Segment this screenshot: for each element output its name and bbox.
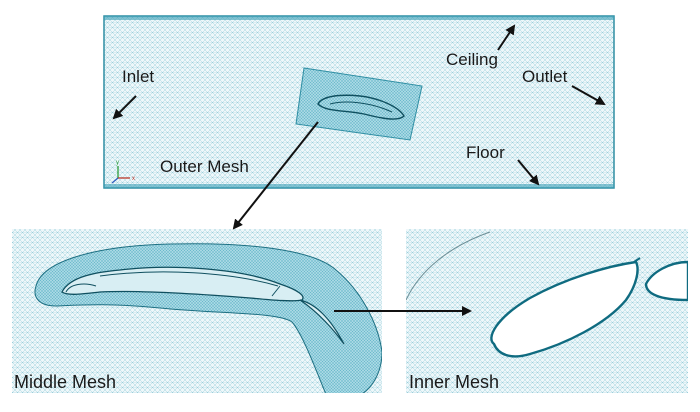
ceiling-arrow	[497, 24, 516, 51]
ceiling-label: Ceiling	[446, 50, 498, 69]
middle-mesh-panel	[12, 229, 382, 393]
floor-arrow	[517, 159, 540, 186]
arrows	[112, 24, 606, 316]
inlet-arrow	[112, 95, 137, 120]
wing-element-middle	[299, 299, 345, 345]
axis-x-label: x	[132, 176, 135, 182]
outlet-arrow	[571, 85, 606, 105]
vehicle-outline-small	[317, 94, 405, 120]
floor-label: Floor	[466, 143, 505, 162]
outlet-label: Outlet	[522, 67, 568, 86]
middle-mesh-label: Middle Mesh	[14, 372, 117, 392]
axis-y-label: y	[116, 160, 119, 166]
inner-refinement-boundary	[406, 231, 491, 301]
inner-mesh-label: Inner Mesh	[409, 372, 500, 392]
outer-mesh-panel: y x	[103, 15, 615, 189]
inlet-label: Inlet	[122, 67, 155, 86]
second-element	[644, 260, 688, 302]
refinement-box	[295, 67, 423, 141]
outer-mesh-label: Outer Mesh	[160, 157, 249, 176]
axis-triad: y x	[111, 160, 135, 184]
airfoil-element	[490, 260, 639, 358]
zoom-arrow-middle	[232, 121, 319, 230]
